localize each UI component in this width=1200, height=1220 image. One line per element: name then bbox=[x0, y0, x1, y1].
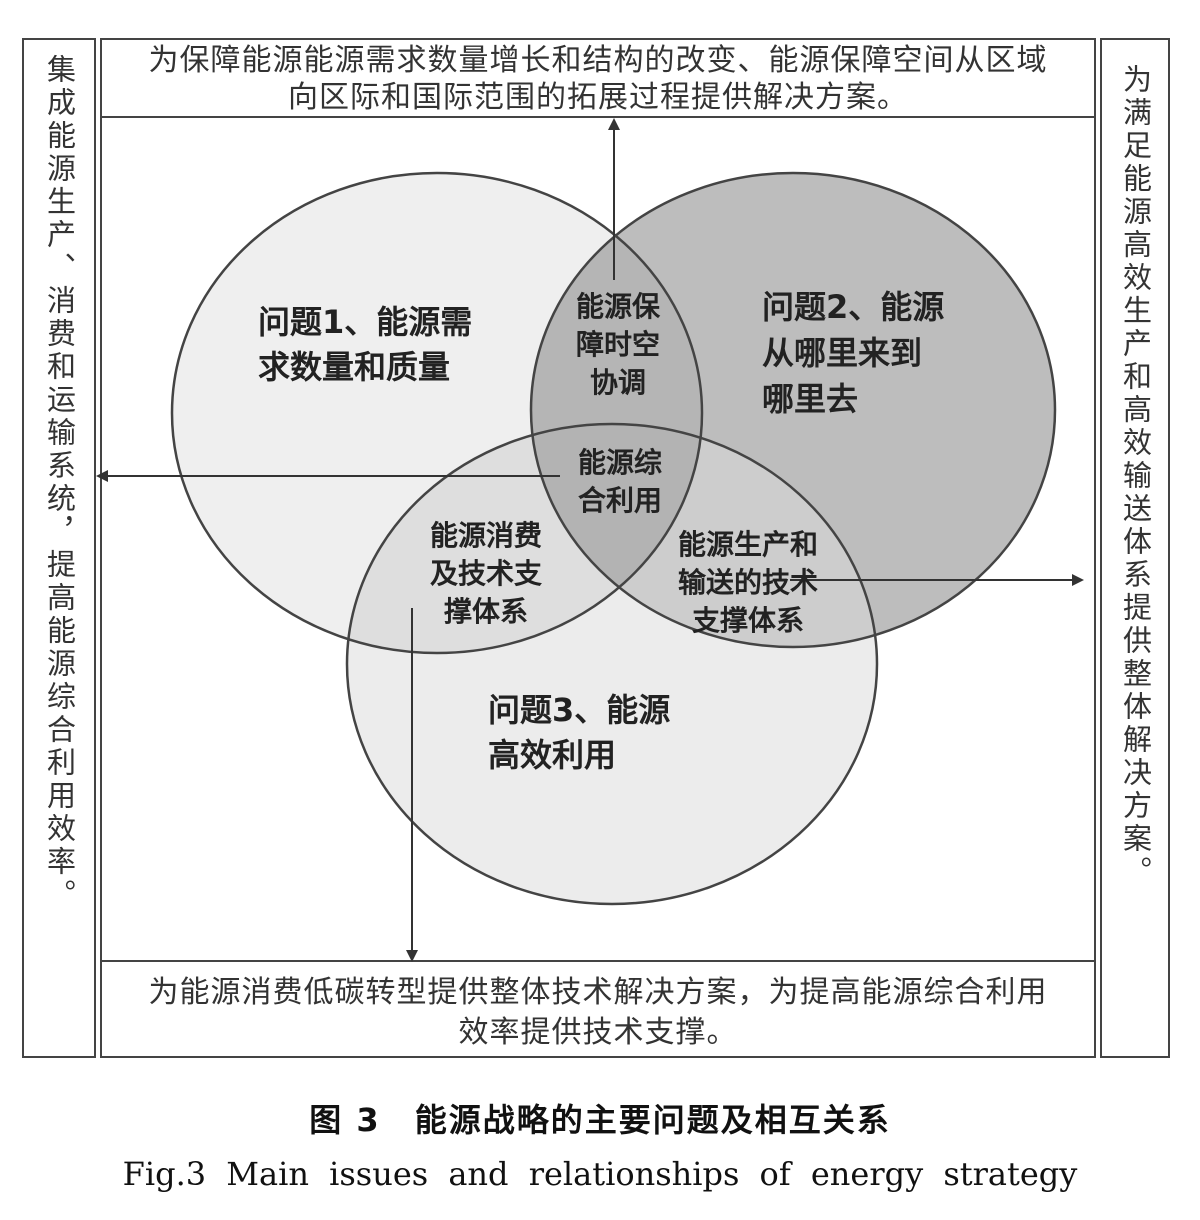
top-box: 为保障能源能源需求数量增长和结构的改变、能源保障空间从区域 向区际和国际范围的拓… bbox=[100, 38, 1096, 118]
right-box-text: 为满足能源高效生产和高效输送体系提供整体解决方案。 bbox=[1118, 64, 1153, 889]
overlap-1-3 bbox=[347, 424, 702, 653]
overlap-2-3-label-line2: 输送的技术 bbox=[678, 566, 818, 599]
circle-2-label-line1: 问题2、能源 bbox=[762, 288, 944, 326]
overlap-2-3-label-line3: 支撑体系 bbox=[692, 604, 804, 637]
circle-2-label-line2: 从哪里来到 bbox=[762, 334, 922, 372]
overlap-1-3-label-line1: 能源消费 bbox=[430, 519, 542, 552]
overlap-1-2-3-label-line1: 能源综 bbox=[578, 446, 662, 479]
figure-caption-zh: 图 3 能源战略的主要问题及相互关系 bbox=[309, 1101, 891, 1139]
bottom-box-line1: 为能源消费低碳转型提供整体技术解决方案，为提高能源综合利用 bbox=[148, 975, 1048, 1010]
bottom-box: 为能源消费低碳转型提供整体技术解决方案，为提高能源综合利用 效率提供技术支撑。 bbox=[100, 960, 1096, 1058]
venn-diagram: 问题1、能源需 求数量和质量 问题2、能源 从哪里来到 哪里去 问题3、能源 高… bbox=[96, 118, 1084, 962]
figure-caption-en: Fig.3 Main issues and relationships of e… bbox=[122, 1155, 1078, 1193]
overlap-1-3-label-line2: 及技术支 bbox=[430, 557, 542, 590]
overlap-1-2-3-label-line2: 合利用 bbox=[578, 484, 662, 517]
overlap-1-2-label-line3: 协调 bbox=[590, 366, 646, 399]
diagram-frame bbox=[100, 118, 1096, 960]
overlap-2-3-label-line1: 能源生产和 bbox=[678, 528, 818, 561]
top-box-line1: 为保障能源能源需求数量增长和结构的改变、能源保障空间从区域 bbox=[148, 43, 1048, 78]
circle-1-label-line2: 求数量和质量 bbox=[258, 348, 450, 386]
circle-3-label-line1: 问题3、能源 bbox=[488, 691, 670, 729]
circle-3-label-line2: 高效利用 bbox=[488, 736, 616, 774]
overlap-2-3 bbox=[531, 424, 877, 647]
bottom-box-line2: 效率提供技术支撑。 bbox=[458, 1015, 738, 1050]
left-box: 集成能源生产、消费和运输系统，提高能源综合利用效率。 bbox=[22, 38, 96, 1058]
overlap-1-2-label-line1: 能源保 bbox=[576, 290, 661, 323]
left-box-text: 集成能源生产、消费和运输系统，提高能源综合利用效率。 bbox=[42, 54, 77, 912]
circle-2-label-line3: 哪里去 bbox=[762, 380, 858, 418]
circle-1-label-line1: 问题1、能源需 bbox=[258, 303, 472, 341]
overlap-1-2-label-line2: 障时空 bbox=[576, 328, 660, 361]
overlap-1-3-label-line3: 撑体系 bbox=[444, 595, 528, 628]
top-box-line2: 向区际和国际范围的拓展过程提供解决方案。 bbox=[288, 80, 908, 115]
right-box: 为满足能源高效生产和高效输送体系提供整体解决方案。 bbox=[1100, 38, 1170, 1058]
